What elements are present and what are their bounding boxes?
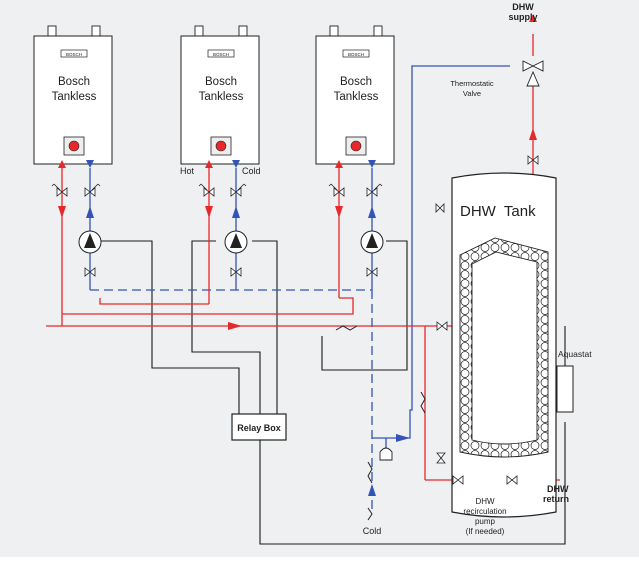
aquastat-label: Aquastat [558,349,592,359]
relay-box: Relay Box [231,413,287,441]
heater-name: Tankless [52,91,97,103]
check-valves [335,325,426,521]
recirculation-valves [452,475,518,485]
circulator-pumps [78,230,497,492]
dhw-supply-label: supply [508,12,537,22]
hot-label: Hot [180,166,195,176]
isolation-valves [51,155,539,277]
cold-label: Cold [242,166,261,176]
heater-name: Tankless [199,91,244,103]
dhw-return-label: DHW [547,484,569,494]
recirculation-pump-label: pump [475,517,496,526]
tank-inlet-valve [436,321,448,331]
heater-brand: BOSCH [213,52,229,57]
recirculation-pump-label: recirculation [463,507,506,516]
dhw-tank: DHW Tank [435,172,557,518]
bosch-logo [342,49,370,58]
tank-label: DHW Tank [460,203,536,220]
heater-name: Bosch [58,76,90,88]
dhw-supply-label: DHW [512,2,534,12]
bosch-logo [60,49,88,58]
heater-brand: BOSCH [66,52,82,57]
recirculation-pump-label: DHW [475,497,495,506]
heater-name: Bosch [340,76,372,88]
dhw-return-label: return [543,494,569,504]
thermostatic-valve-label: Thermostatic [450,79,494,88]
heater-name: Bosch [205,76,237,88]
thermostatic-valve-label: Valve [463,89,481,98]
tankless-heater-2: BOSCH Bosch Tankless [180,25,260,165]
tankless-heater-3: BOSCH Bosch Tankless [315,25,395,165]
bosch-logo [207,49,235,58]
expansion-tank [379,447,393,461]
thermostatic-valve: Thermostatic Valve [450,60,544,98]
relay-box-label: Relay Box [237,423,281,433]
recirculation-pump-label: (If needed) [466,527,505,536]
aquastat: Aquastat [556,349,592,413]
heater-brand: BOSCH [348,52,364,57]
cold-inlet-label: Cold [363,526,382,536]
tankless-heater-1: BOSCH Bosch Tankless [33,25,113,165]
drain-valve [436,452,446,464]
cold-water-piping [89,65,510,510]
heater-name: Tankless [334,91,379,103]
flow-arrows [58,14,538,496]
